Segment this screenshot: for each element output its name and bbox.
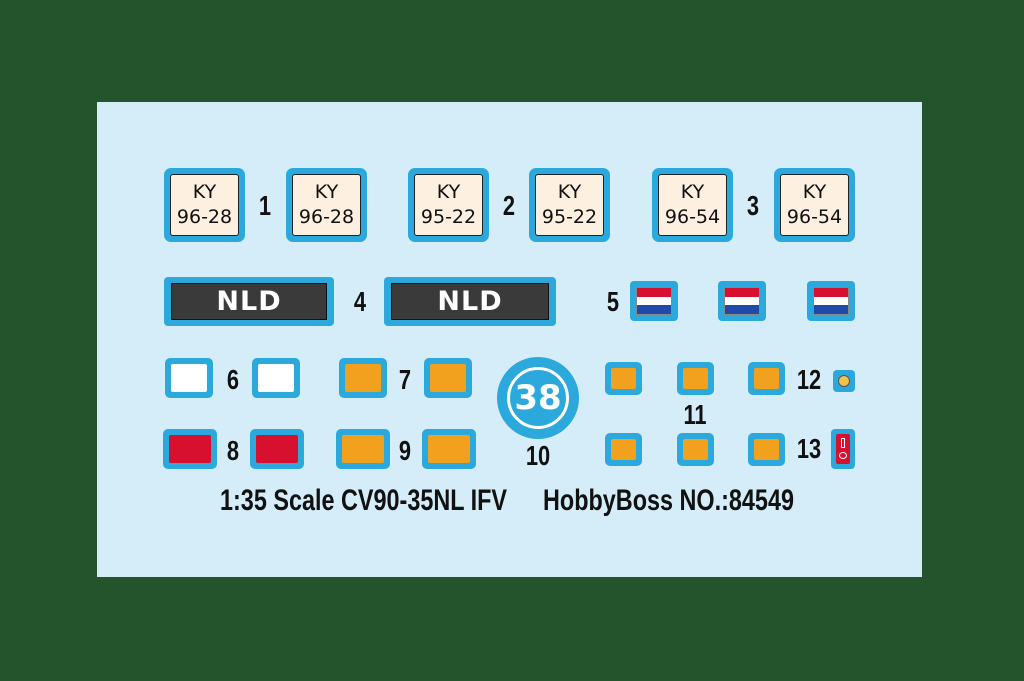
netherlands-flag-decal [807, 281, 855, 321]
red-square-decal [250, 429, 304, 469]
maker-caption: HobbyBoss NO.:84549 [543, 484, 794, 517]
decal-number-10: 10 [525, 440, 551, 471]
decal-number-8: 8 [226, 435, 240, 466]
plate-top: KY [557, 181, 582, 203]
decal-number-7: 7 [398, 364, 412, 395]
plate-top: KY [192, 181, 217, 203]
decal-number-12: 12 [796, 364, 822, 395]
plate-bottom: 96-28 [298, 206, 355, 228]
plate-top: KY [314, 181, 339, 203]
decal-number-4: 4 [353, 286, 367, 317]
plate-decal: KY 96-28 [286, 168, 367, 242]
small-emblem-icon [833, 370, 855, 392]
plate-bottom: 95-22 [541, 206, 598, 228]
plate-bottom: 96-28 [176, 206, 233, 228]
roundel-number: 38 [514, 378, 562, 418]
plate-decal: KY 96-54 [774, 168, 855, 242]
decal-number-9: 9 [398, 435, 412, 466]
scale-caption: 1:35 Scale CV90-35NL IFV [220, 484, 508, 517]
small-orange-square-decal [677, 362, 714, 395]
orange-square-decal [336, 429, 390, 469]
plate-bottom: 95-22 [420, 206, 477, 228]
decal-number-1: 1 [258, 190, 272, 221]
small-orange-square-decal [748, 433, 785, 466]
plate-decal: KY 96-28 [164, 168, 245, 242]
decal-number-6: 6 [226, 364, 240, 395]
plate-top: KY [436, 181, 461, 203]
nld-decal: NLD [384, 277, 556, 326]
orange-square-decal [339, 358, 387, 398]
plate-top: KY [680, 181, 705, 203]
plate-decal: KY 96-54 [652, 168, 733, 242]
nld-text: NLD [171, 283, 327, 320]
orange-square-decal [422, 429, 476, 469]
roundel-38-decal: 38 [497, 357, 579, 439]
plate-decal: KY 95-22 [408, 168, 489, 242]
netherlands-flag-decal [630, 281, 678, 321]
plate-decal: KY 95-22 [529, 168, 610, 242]
white-square-decal [165, 358, 213, 398]
small-orange-square-decal [677, 433, 714, 466]
plate-bottom: 96-54 [786, 206, 843, 228]
small-orange-square-decal [605, 362, 642, 395]
nld-decal: NLD [164, 277, 334, 326]
white-square-decal [252, 358, 300, 398]
red-square-decal [163, 429, 217, 469]
plate-top: KY [802, 181, 827, 203]
small-orange-square-decal [748, 362, 785, 395]
decal-number-2: 2 [502, 190, 516, 221]
nld-text: NLD [391, 283, 549, 320]
small-orange-square-decal [605, 433, 642, 466]
decal-number-11: 11 [683, 399, 707, 430]
netherlands-flag-decal [718, 281, 766, 321]
plate-bottom: 96-54 [664, 206, 721, 228]
decal-number-3: 3 [746, 190, 760, 221]
orange-square-decal [424, 358, 472, 398]
decal-number-5: 5 [606, 286, 620, 317]
decal-number-13: 13 [796, 433, 822, 464]
fire-extinguisher-icon [831, 429, 855, 469]
